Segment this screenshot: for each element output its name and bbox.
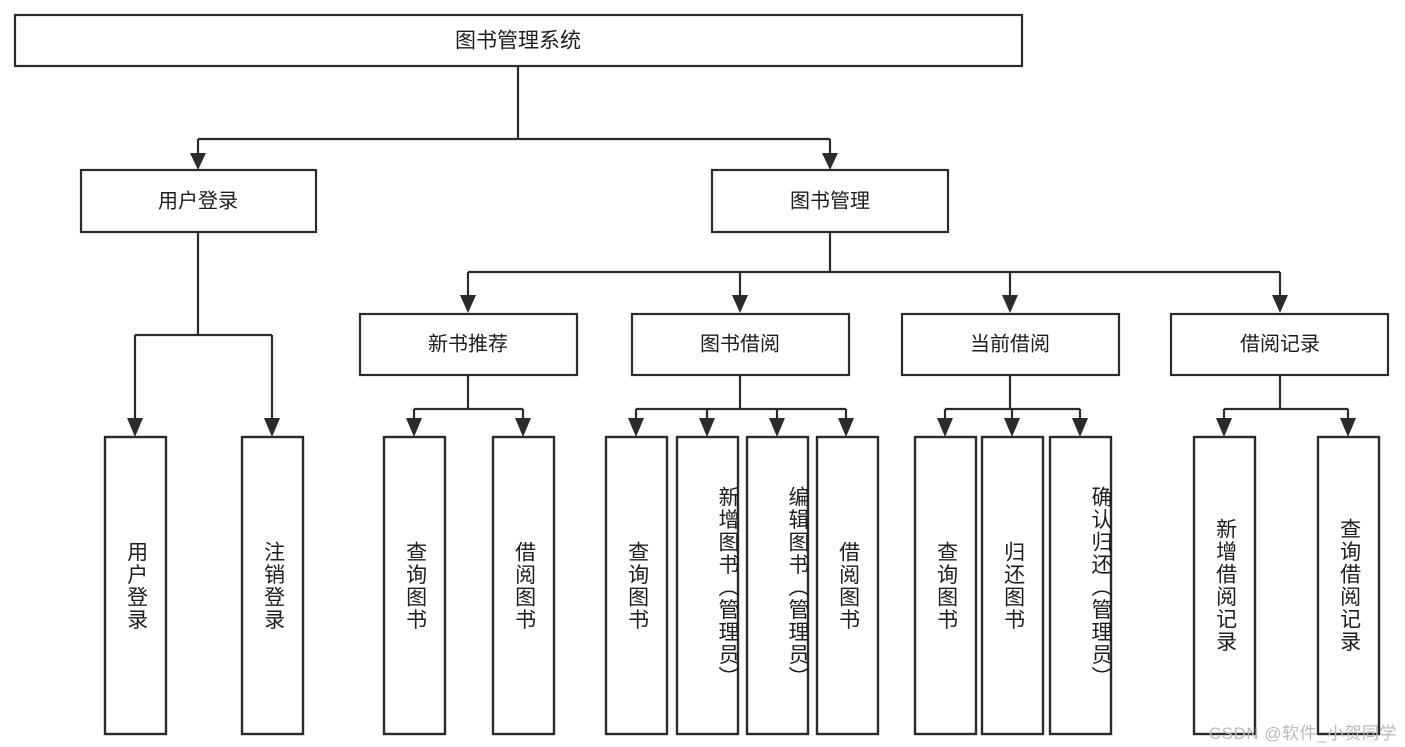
leaf-query-book-2[interactable]: 查询图书 (604, 435, 669, 736)
leaf-add-book-box[interactable] (675, 435, 740, 736)
leaf-query-book-1-label: 查询图书 (403, 540, 427, 631)
leaf-borrow-book-1[interactable]: 借阅图书 (491, 435, 556, 736)
leaf-query-book-2-label: 查询图书 (625, 540, 649, 631)
arrow-bookmanage-to-bookborrow (732, 295, 748, 313)
arrow-bookmanage-to-currentborrow (1002, 295, 1018, 313)
leaf-add-record-box[interactable] (1192, 435, 1257, 736)
node-borrow-record-label: 借阅记录 (1240, 332, 1320, 355)
leaf-borrow-book-2-box[interactable] (815, 435, 880, 736)
arrow-bookborrow-leaf-4 (838, 418, 854, 437)
arrow-bookmanage-to-borrowrecord (1272, 295, 1288, 313)
arrow-root-to-book-manage (822, 153, 838, 170)
leaf-borrow-book-2-label: 借阅图书 (836, 540, 860, 631)
leaf-add-book[interactable]: 新增图书（管理员） (675, 435, 740, 736)
leaf-add-book-label: 新增图书（管理员） (716, 486, 739, 689)
leaf-query-book-1[interactable]: 查询图书 (382, 435, 447, 736)
leaf-edit-book-box[interactable] (745, 435, 810, 736)
arrow-bookborrow-leaf-2 (699, 418, 715, 437)
node-book-manage-label: 图书管理 (790, 189, 870, 212)
arrow-borrowrecord-leaf-2 (1340, 418, 1356, 437)
leaf-user-login-label: 用户登录 (124, 540, 148, 631)
leaf-confirm-return-label: 确认归还（管理员） (1089, 486, 1112, 689)
arrow-bookborrow-leaf-3 (769, 418, 785, 437)
node-new-book-recommend-box[interactable] (358, 312, 579, 377)
arrow-bookborrow-leaf-1 (628, 418, 644, 437)
arrow-newbook-leaf-1 (406, 418, 422, 437)
arrow-currentborrow-leaf-3 (1072, 418, 1088, 437)
arrow-currentborrow-leaf-1 (937, 418, 953, 437)
leaf-return-book-label: 归还图书 (1001, 540, 1025, 631)
node-borrow-record[interactable]: 借阅记录 (1169, 312, 1390, 377)
leaf-add-record[interactable]: 新增借阅记录 (1192, 435, 1257, 736)
node-borrow-record-box[interactable] (1169, 312, 1390, 377)
leaf-query-book-3-box[interactable] (913, 435, 978, 736)
node-root[interactable]: 图书管理系统 (13, 13, 1024, 68)
leaf-query-record[interactable]: 查询借阅记录 (1316, 435, 1381, 736)
node-book-manage-box[interactable] (710, 168, 950, 234)
node-current-borrow[interactable]: 当前借阅 (900, 312, 1121, 377)
arrow-borrowrecord-leaf-1 (1216, 418, 1232, 437)
leaf-borrow-book-1-box[interactable] (491, 435, 556, 736)
connector-layer (127, 66, 1356, 437)
leaf-confirm-return-box[interactable] (1048, 435, 1113, 736)
node-root-label: 图书管理系统 (455, 30, 581, 53)
leaf-query-book-1-box[interactable] (382, 435, 447, 736)
node-user-login-label: 用户登录 (158, 189, 238, 212)
arrow-newbook-leaf-2 (515, 418, 531, 437)
node-book-manage[interactable]: 图书管理 (710, 168, 950, 234)
leaf-borrow-book-2[interactable]: 借阅图书 (815, 435, 880, 736)
node-current-borrow-label: 当前借阅 (970, 332, 1050, 355)
leaf-add-record-label: 新增借阅记录 (1213, 518, 1237, 653)
arrow-userlogin-leaf-1 (127, 418, 143, 437)
leaf-borrow-book-1-label: 借阅图书 (512, 540, 536, 631)
node-current-borrow-box[interactable] (900, 312, 1121, 377)
leaf-user-login-box[interactable] (103, 435, 168, 736)
leaf-user-logout-label: 注销登录 (261, 540, 285, 631)
node-root-box[interactable] (13, 13, 1024, 68)
arrow-userlogin-leaf-2 (264, 418, 280, 437)
leaf-user-login[interactable]: 用户登录 (103, 435, 168, 736)
node-book-borrow-box[interactable] (630, 312, 851, 377)
leaf-user-logout[interactable]: 注销登录 (240, 435, 305, 736)
leaf-query-record-box[interactable] (1316, 435, 1381, 736)
arrow-bookmanage-to-newbook (460, 295, 476, 313)
csdn-watermark: CSDN @软件_小贺同学 (1208, 724, 1397, 743)
leaf-edit-book[interactable]: 编辑图书（管理员） (745, 435, 810, 736)
node-user-login-box[interactable] (79, 168, 318, 234)
leaf-user-logout-box[interactable] (240, 435, 305, 736)
node-new-book-recommend-label: 新书推荐 (428, 332, 508, 355)
leaf-edit-book-label: 编辑图书（管理员） (786, 486, 809, 689)
node-book-borrow-label: 图书借阅 (700, 332, 780, 355)
leaf-query-book-3[interactable]: 查询图书 (913, 435, 978, 736)
arrow-root-to-user-login (190, 153, 206, 170)
leaf-return-book[interactable]: 归还图书 (980, 435, 1045, 736)
leaf-return-book-box[interactable] (980, 435, 1045, 736)
node-user-login[interactable]: 用户登录 (79, 168, 318, 234)
node-new-book-recommend[interactable]: 新书推荐 (358, 312, 579, 377)
leaf-query-book-3-label: 查询图书 (934, 540, 958, 631)
arrow-currentborrow-leaf-2 (1004, 418, 1020, 437)
leaf-confirm-return[interactable]: 确认归还（管理员） (1048, 435, 1113, 736)
node-book-borrow[interactable]: 图书借阅 (630, 312, 851, 377)
leaf-query-book-2-box[interactable] (604, 435, 669, 736)
leaf-query-record-label: 查询借阅记录 (1337, 518, 1361, 653)
